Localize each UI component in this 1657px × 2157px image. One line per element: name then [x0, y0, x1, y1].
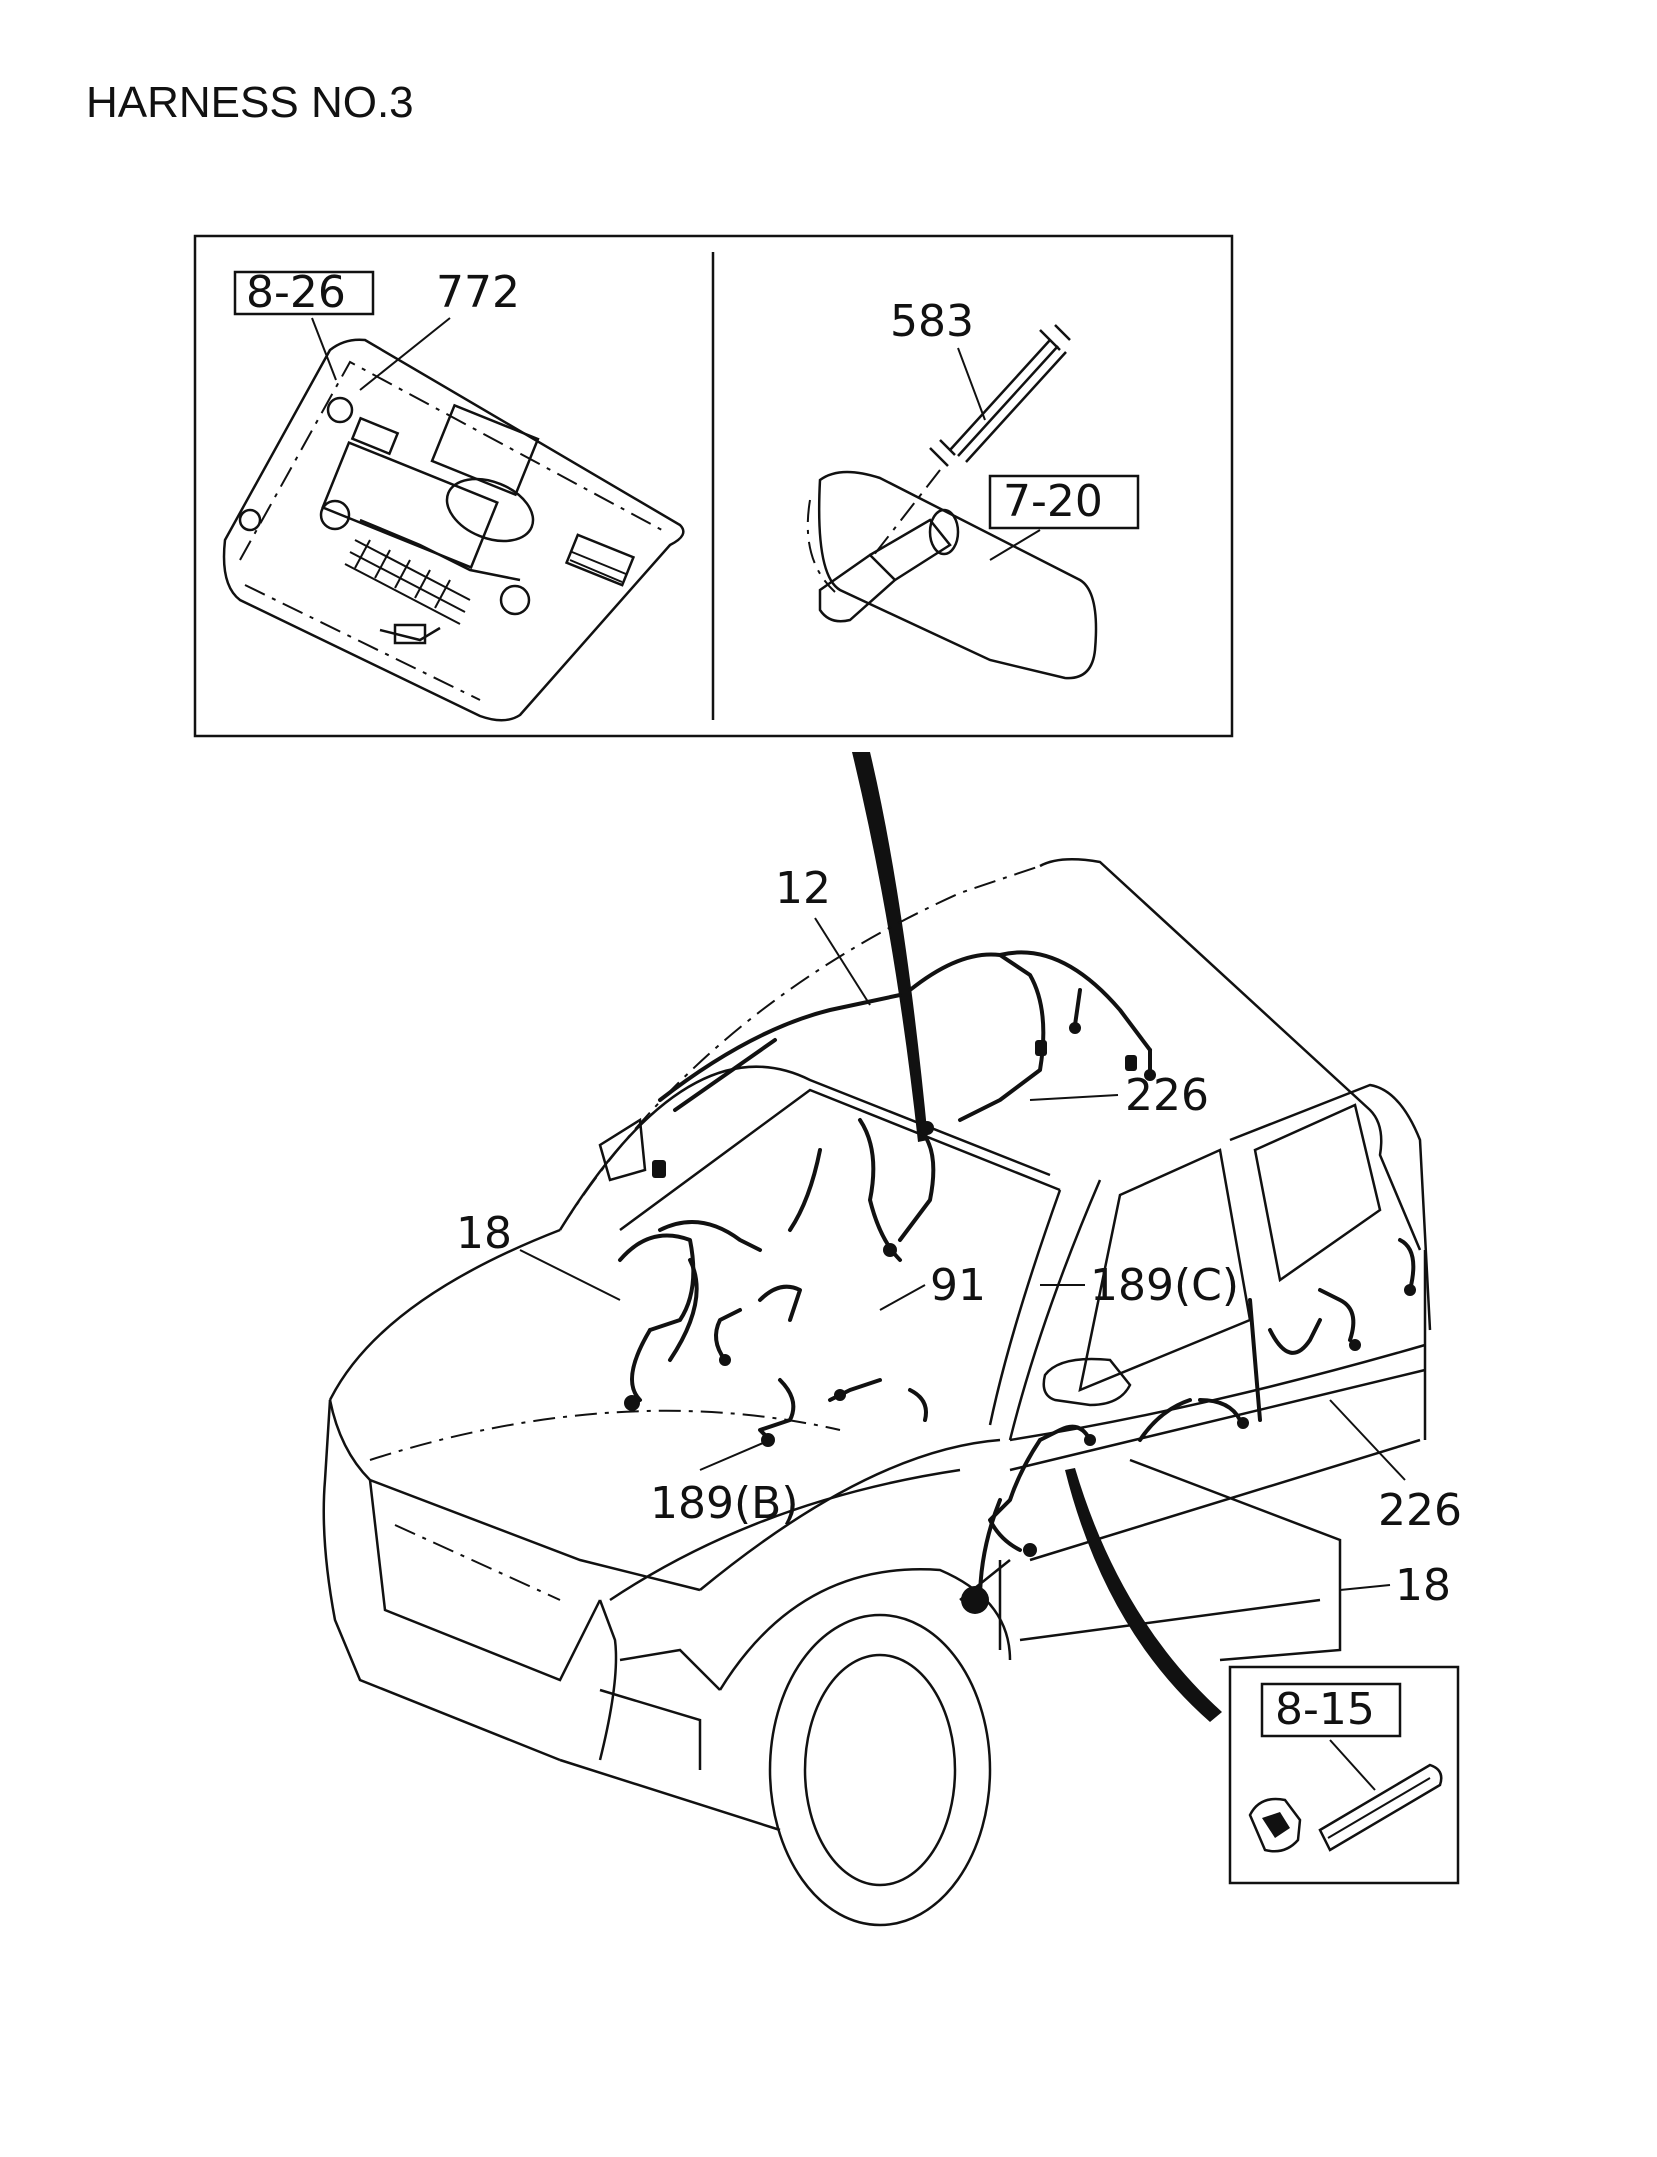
- callout-18-right: 18: [1395, 1560, 1451, 1611]
- callout-189b: 189(B): [650, 1478, 799, 1529]
- ref-box-8-26-label: 8-26: [246, 267, 346, 318]
- vehicle-outline: [322, 858, 1432, 1927]
- ref-box-8-15-label: 8-15: [1275, 1684, 1375, 1735]
- bottom-inset: 8-15: [1228, 1665, 1460, 1885]
- callouts: 12 226 18 91 189(C) 189(B) 226 18: [456, 863, 1462, 1662]
- callout-189c: 189(C): [1090, 1260, 1239, 1311]
- callout-12: 12: [775, 863, 831, 914]
- callout-18-left: 18: [456, 1208, 512, 1259]
- callout-91: 91: [930, 1260, 986, 1311]
- harness-wires: [618, 950, 1416, 1614]
- part-583-label: 583: [890, 296, 974, 347]
- ref-box-7-20-label: 7-20: [1003, 476, 1103, 527]
- part-772-label: 772: [436, 267, 520, 318]
- overhead-console-drawing: 8-26 772: [222, 267, 685, 722]
- top-inset: 8-26 772: [193, 234, 1234, 738]
- callout-226-right: 226: [1378, 1485, 1462, 1536]
- mirror-drawing: 583 7-20: [806, 296, 1140, 680]
- page-title: HARNESS NO.3: [86, 78, 414, 127]
- callout-226-top: 226: [1125, 1070, 1209, 1121]
- pointer-wedge-top: [852, 752, 928, 1142]
- pointer-wedge-bottom: [1065, 1468, 1222, 1722]
